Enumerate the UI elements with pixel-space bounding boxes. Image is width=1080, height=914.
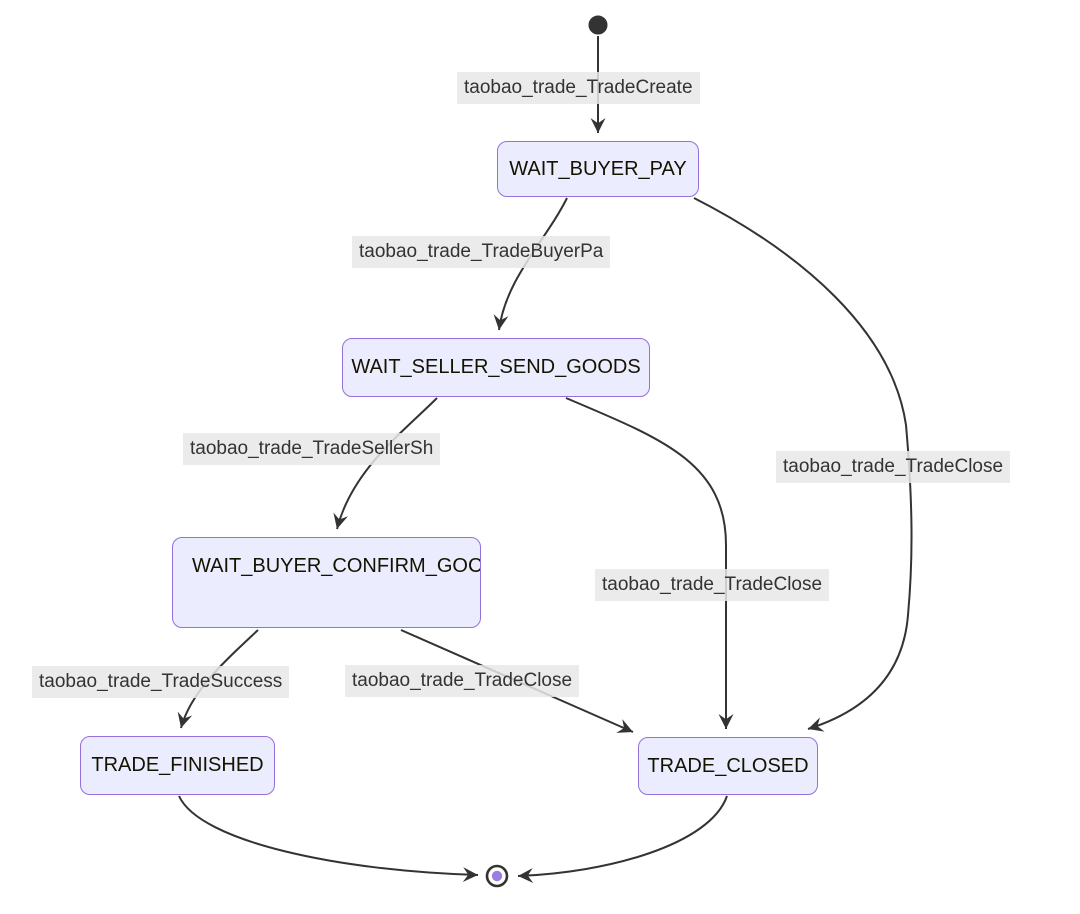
edge-trade-close-from-seller [565, 397, 734, 729]
state-wait-seller-send-goods: WAIT_SELLER_SEND_GOODS [342, 338, 650, 397]
edge-label-trade-buyer-pay: taobao_trade_TradeBuyerPa [352, 236, 611, 268]
edge-label-trade-seller-ship: taobao_trade_TradeSellerSh [183, 433, 441, 465]
edge-closed-to-end [517, 795, 728, 883]
state-trade-closed: TRADE_CLOSED [638, 737, 818, 795]
edge-label-trade-create: taobao_trade_TradeCreate [457, 72, 700, 104]
state-wait-buyer-pay: WAIT_BUYER_PAY [497, 141, 699, 197]
edge-label-trade-close-from-seller: taobao_trade_TradeClose [595, 569, 830, 601]
edge-label-trade-close-from-confirm: taobao_trade_TradeClose [345, 665, 580, 697]
final-state-inner-dot [491, 870, 503, 882]
edge-trade-close-from-buyer-pay [693, 197, 913, 732]
edge-label-trade-close-from-buyer-pay: taobao_trade_TradeClose [776, 451, 1011, 483]
state-trade-finished: TRADE_FINISHED [80, 736, 275, 795]
initial-state-dot [588, 15, 608, 35]
edge-label-trade-success: taobao_trade_TradeSuccess [32, 666, 290, 698]
state-wait-buyer-confirm-goods: WAIT_BUYER_CONFIRM_GOC [172, 537, 481, 628]
edge-finished-to-end [178, 795, 479, 883]
